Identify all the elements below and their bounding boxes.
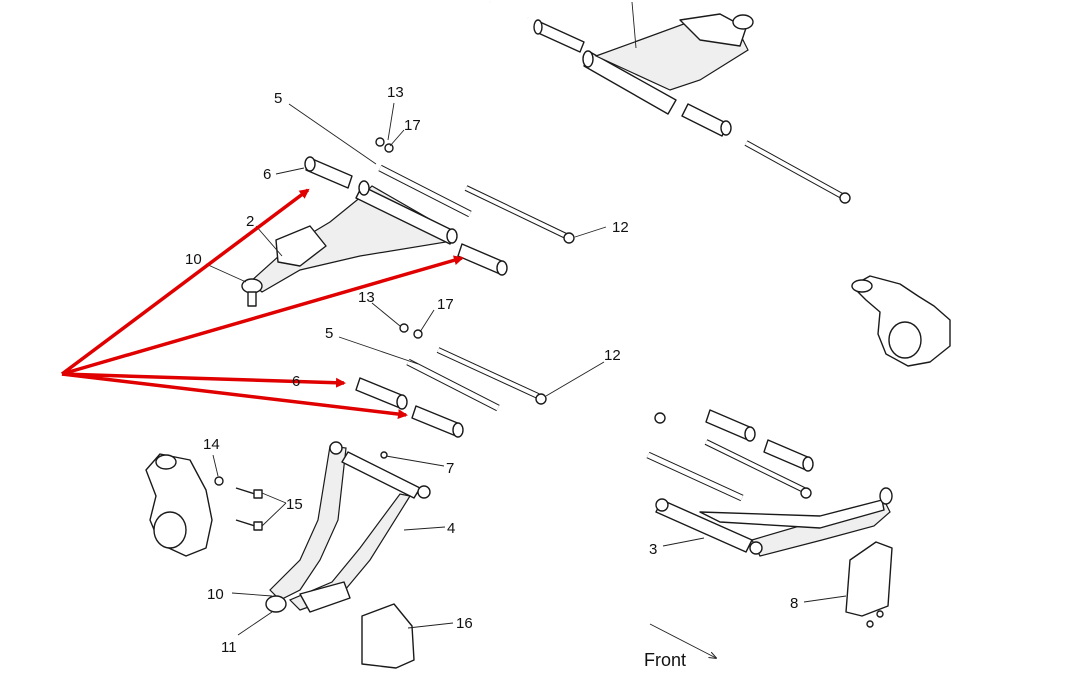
red-arrow-2 <box>61 255 464 376</box>
callout-2: 2 <box>246 213 254 230</box>
top-right-arm-assembly <box>489 0 851 204</box>
callout-5-middle: 5 <box>325 325 333 342</box>
callout-10-upper: 10 <box>185 251 202 268</box>
callout-15: 15 <box>286 496 303 513</box>
callout-4: 4 <box>447 520 455 537</box>
callout-13-upper: 13 <box>387 84 404 101</box>
callout-6-upper: 6 <box>263 166 271 183</box>
upper-a-arm-assembly <box>241 137 575 307</box>
red-arrow-1 <box>60 188 310 376</box>
right-knuckle <box>851 275 951 367</box>
red-arrow-3 <box>61 372 346 388</box>
callout-6-middle: 6 <box>292 373 300 390</box>
callout-11: 11 <box>221 639 237 656</box>
lower-a-arm-assembly <box>145 441 431 669</box>
callout-3: 3 <box>649 541 657 558</box>
red-arrow-4 <box>61 372 408 420</box>
callout-16: 16 <box>456 615 473 632</box>
callout-7: 7 <box>446 460 454 477</box>
right-lower-arm-assembly <box>646 409 893 628</box>
callout-12-upper: 12 <box>612 219 629 236</box>
callout-13-middle: 13 <box>358 289 375 306</box>
callout-14: 14 <box>203 436 220 453</box>
callout-10-lower: 10 <box>207 586 224 603</box>
callout-17-upper: 17 <box>404 117 421 134</box>
leader-lines <box>205 102 847 658</box>
red-arrows <box>60 188 464 420</box>
callout-8: 8 <box>790 595 798 612</box>
callout-12-middle: 12 <box>604 347 621 364</box>
front-direction-label: Front <box>644 650 686 670</box>
callout-17-middle: 17 <box>437 296 454 313</box>
callout-5-upper: 5 <box>274 90 282 107</box>
middle-hardware <box>355 323 547 438</box>
callout-labels: 5 13 17 6 2 12 10 13 17 5 12 6 14 7 15 4… <box>185 84 798 670</box>
